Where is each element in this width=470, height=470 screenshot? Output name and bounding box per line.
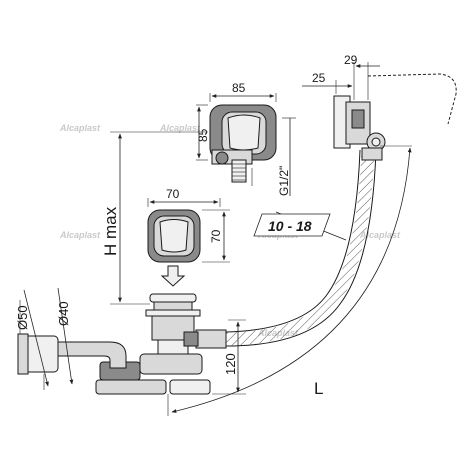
dim-length: L: [167, 145, 412, 416]
trap-upper: [139, 353, 203, 375]
watermark-3: Alcaplast: [59, 230, 101, 240]
overflow-nut-inner: [371, 137, 381, 147]
dim-overflow-depth: 25 29: [302, 53, 380, 100]
plug-ring: [153, 301, 193, 311]
trap-base: [95, 379, 167, 395]
dim-outlet-50-label: Ø50: [15, 305, 30, 330]
dim-knob-height: 70: [202, 209, 230, 263]
overflow-cover: [209, 104, 277, 186]
watermark-2: Alcaplast: [159, 123, 201, 133]
cover-screw: [215, 151, 229, 165]
watermark-1: Alcaplast: [59, 123, 101, 133]
dim-25-label: 25: [312, 71, 326, 85]
thread-label: G1/2": [277, 166, 291, 196]
dim-cover-width: 85: [209, 81, 277, 102]
dim-cover-width-label: 85: [232, 81, 246, 95]
hose-connector: [195, 329, 227, 349]
dim-outlet-40: Ø40: [56, 287, 74, 385]
connector-nut: [183, 331, 199, 347]
plug-top: [149, 293, 197, 303]
outlet-end: [17, 333, 29, 375]
dim-outlet-40-label: Ø40: [56, 301, 71, 326]
dim-length-label: L: [314, 379, 323, 398]
knob-highlight: [159, 219, 189, 253]
dim-adjust-range: 10 - 18: [253, 211, 347, 241]
hose-collar: [361, 147, 383, 161]
thread-stub: [231, 159, 247, 183]
down-arrow-icon: [160, 265, 186, 287]
dim-outlet-50: Ø50: [15, 289, 49, 390]
outlet-elbow: [57, 341, 127, 369]
dim-height-max: H max: [101, 131, 208, 305]
bowden-cable: [367, 73, 457, 125]
hose-corrugation: [225, 149, 375, 346]
dim-knob-width: 70: [147, 187, 221, 207]
flexible-hose: [225, 149, 377, 347]
dim-adjust-range-label: 10 - 18: [268, 218, 312, 234]
dim-29-label: 29: [344, 53, 358, 67]
dim-knob-height-label: 70: [209, 229, 223, 243]
dim-thread: G1/2": [277, 117, 296, 196]
plug-flange: [145, 309, 201, 317]
dim-drain-height-label: 120: [223, 353, 238, 375]
overflow-port: [351, 109, 365, 129]
dim-cover-height-label: 85: [196, 128, 210, 142]
cover-highlight: [227, 114, 261, 151]
dim-cover-height: 85: [196, 104, 210, 161]
control-knob: [147, 209, 201, 263]
trap-base-right: [169, 379, 211, 395]
dim-height-max-label: H max: [101, 206, 120, 256]
drain-assembly: [17, 293, 227, 395]
dim-knob-width-label: 70: [166, 187, 180, 201]
